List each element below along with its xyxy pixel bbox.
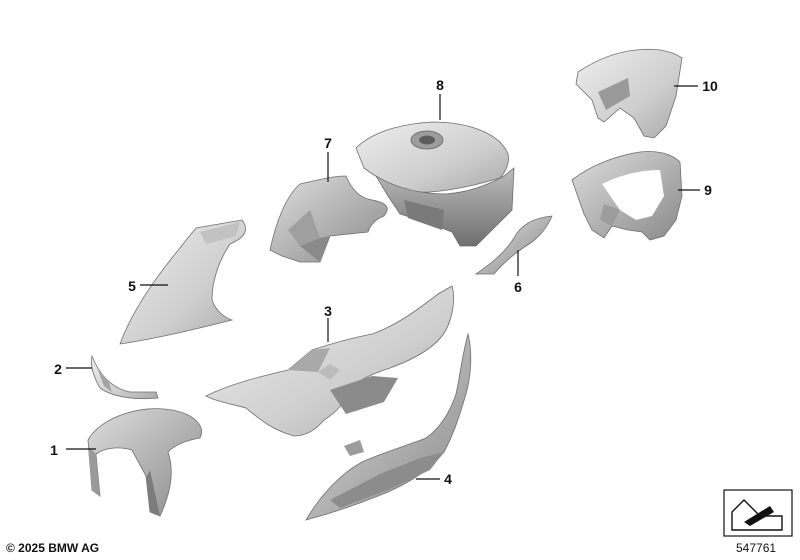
callout-7: 7 [324, 135, 332, 151]
callout-1: 1 [50, 442, 58, 458]
part-front-mudguard[interactable] [87, 408, 202, 517]
part-side-trim[interactable] [474, 215, 553, 275]
part-tail-frame[interactable] [571, 151, 683, 241]
part-tank-cover[interactable] [269, 175, 388, 263]
part-side-fairing[interactable] [119, 219, 246, 345]
callout-6: 6 [514, 279, 522, 295]
callout-10: 10 [702, 78, 718, 94]
part-belly-pan[interactable] [305, 332, 472, 521]
callout-2: 2 [54, 361, 62, 377]
diagram-symbol-icon [723, 489, 793, 537]
part-tail-cover[interactable] [575, 48, 683, 139]
callout-5: 5 [128, 278, 136, 294]
callout-8: 8 [436, 77, 444, 93]
callout-9: 9 [704, 182, 712, 198]
part-front-spoiler[interactable] [91, 354, 159, 400]
callout-3: 3 [324, 303, 332, 319]
copyright-notice: © 2025 BMW AG [6, 541, 100, 555]
callout-numbers: 1 2 3 4 5 6 7 8 9 10 [50, 77, 718, 487]
diagram-id: 547761 [736, 541, 777, 555]
leader-lines [66, 85, 700, 480]
callout-4: 4 [444, 471, 452, 487]
part-fuel-tank[interactable] [355, 121, 515, 247]
part-main-side-fairing[interactable] [205, 285, 454, 437]
